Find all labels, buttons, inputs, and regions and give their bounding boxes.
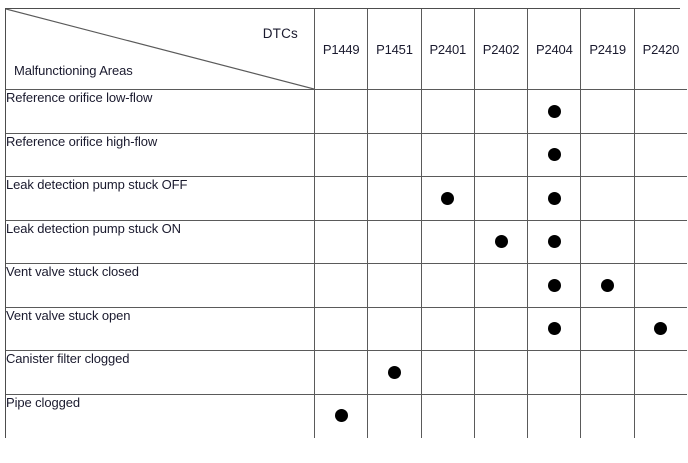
matrix-cell-p1449 [313, 132, 369, 177]
matrix-cell-p2420 [633, 89, 688, 134]
matrix-cell-p2402 [473, 350, 529, 395]
matrix-cell-p2420 [633, 350, 688, 395]
matrix-cell-p1449 [313, 393, 369, 438]
matrix-header: DTCs Malfunctioning Areas P1449 P1451 P2… [6, 9, 688, 90]
matrix-cell-p2402 [473, 89, 529, 134]
malfunctioning-area-label: Vent valve stuck open [6, 306, 315, 351]
matrix-cell-p2419 [580, 89, 635, 134]
matrix-cell-p2420 [633, 263, 688, 308]
matrix-cell-p2401 [420, 393, 475, 438]
matrix-cell-p2401 [420, 132, 475, 177]
matrix-cell-p2401 [420, 89, 475, 134]
matrix-cell-p2420 [633, 132, 688, 177]
matrix-header-row: DTCs Malfunctioning Areas P1449 P1451 P2… [6, 9, 688, 90]
matrix-cell-p1451 [367, 306, 422, 351]
matrix-cell-p1451 [367, 132, 422, 177]
matrix-cell-p2402 [473, 176, 529, 221]
matrix-cell-p1451 [367, 176, 422, 221]
table-row: Leak detection pump stuck ON [6, 219, 688, 264]
matrix-cell-p1451 [367, 393, 422, 438]
applicable-dot-icon [601, 278, 615, 292]
matrix-cell-p2420 [633, 393, 688, 438]
matrix-cell-p2401 [420, 306, 475, 351]
matrix-cell-p2419 [580, 263, 635, 308]
matrix-cell-p1449 [313, 263, 369, 308]
column-header-p1449: P1449 [313, 9, 369, 90]
matrix-cell-p2402 [473, 132, 529, 177]
matrix-cell-p2402 [473, 393, 529, 438]
applicable-dot-icon [547, 278, 561, 292]
matrix-cell-p1449 [313, 176, 369, 221]
table-row: Vent valve stuck open [6, 306, 688, 351]
matrix-cell-p2402 [473, 263, 529, 308]
matrix-cell-p2419 [580, 219, 635, 264]
malfunctioning-area-label: Leak detection pump stuck ON [6, 219, 315, 264]
malfunctioning-area-label: Canister filter clogged [6, 350, 315, 395]
malfunctioning-area-label: Vent valve stuck closed [6, 263, 315, 308]
matrix-cell-p2401 [420, 350, 475, 395]
matrix-cell-p2402 [473, 306, 529, 351]
matrix-corner-header: DTCs Malfunctioning Areas [6, 9, 315, 90]
matrix-cell-p2419 [580, 132, 635, 177]
dtc-malfunction-matrix: DTCs Malfunctioning Areas P1449 P1451 P2… [6, 9, 688, 438]
table-row: Pipe clogged [6, 393, 688, 438]
malfunctioning-area-label: Reference orifice high-flow [6, 132, 315, 177]
applicable-dot-icon [494, 235, 508, 249]
matrix-cell-p2404 [527, 176, 582, 221]
matrix-cell-p1451 [367, 350, 422, 395]
matrix-cell-p2404 [527, 132, 582, 177]
malfunctioning-area-label: Pipe clogged [6, 393, 315, 438]
matrix-cell-p2404 [527, 393, 582, 438]
matrix-cell-p1449 [313, 306, 369, 351]
matrix-cell-p2419 [580, 350, 635, 395]
applicable-dot-icon [547, 322, 561, 336]
table-row: Canister filter clogged [6, 350, 688, 395]
matrix-cell-p1449 [313, 89, 369, 134]
matrix-cell-p2419 [580, 176, 635, 221]
matrix-cell-p1451 [367, 89, 422, 134]
column-header-p2402: P2402 [473, 9, 529, 90]
dtc-matrix-container: DTCs Malfunctioning Areas P1449 P1451 P2… [5, 8, 688, 438]
applicable-dot-icon [334, 409, 348, 423]
table-row: Reference orifice high-flow [6, 132, 688, 177]
matrix-cell-p2420 [633, 306, 688, 351]
matrix-cell-p1449 [313, 350, 369, 395]
applicable-dot-icon [654, 322, 668, 336]
matrix-cell-p2402 [473, 219, 529, 264]
applicable-dot-icon [387, 365, 401, 379]
matrix-cell-p2420 [633, 219, 688, 264]
column-header-p2419: P2419 [580, 9, 635, 90]
matrix-cell-p2404 [527, 350, 582, 395]
malfunctioning-area-label: Reference orifice low-flow [6, 89, 315, 134]
table-row: Reference orifice low-flow [6, 89, 688, 134]
column-header-p2401: P2401 [420, 9, 475, 90]
column-header-p2420: P2420 [633, 9, 688, 90]
matrix-cell-p2401 [420, 263, 475, 308]
dtcs-axis-label: DTCs [262, 26, 298, 41]
matrix-cell-p2420 [633, 176, 688, 221]
matrix-cell-p2404 [527, 306, 582, 351]
matrix-cell-p2419 [580, 393, 635, 438]
malfunctioning-areas-axis-label: Malfunctioning Areas [14, 63, 133, 78]
matrix-cell-p1451 [367, 219, 422, 264]
matrix-cell-p2404 [527, 263, 582, 308]
matrix-cell-p2404 [527, 219, 582, 264]
applicable-dot-icon [547, 235, 561, 249]
table-row: Leak detection pump stuck OFF [6, 176, 688, 221]
table-row: Vent valve stuck closed [6, 263, 688, 308]
matrix-cell-p2404 [527, 89, 582, 134]
applicable-dot-icon [547, 191, 561, 205]
applicable-dot-icon [547, 148, 561, 162]
matrix-cell-p2401 [420, 219, 475, 264]
matrix-cell-p2419 [580, 306, 635, 351]
malfunctioning-area-label: Leak detection pump stuck OFF [6, 176, 315, 221]
column-header-p1451: P1451 [367, 9, 422, 90]
matrix-cell-p1449 [313, 219, 369, 264]
matrix-cell-p1451 [367, 263, 422, 308]
applicable-dot-icon [441, 191, 455, 205]
applicable-dot-icon [547, 104, 561, 118]
matrix-cell-p2401 [420, 176, 475, 221]
column-header-p2404: P2404 [527, 9, 582, 90]
